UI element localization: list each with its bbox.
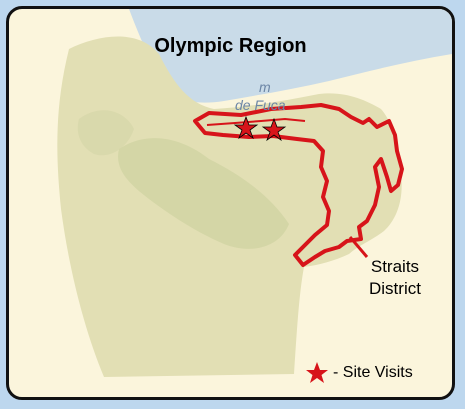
site-visit-star: [233, 115, 259, 140]
water-label-upper: m: [259, 79, 271, 95]
map-title: Olympic Region: [154, 35, 307, 57]
district-coastline: [206, 117, 306, 126]
strait-water: [129, 9, 452, 103]
terrain-shading-2: [77, 110, 134, 156]
map-legend: - Site Visits: [305, 361, 413, 385]
district-label-line-1: Straits: [370, 257, 420, 276]
water-label: de Fuca: [235, 97, 286, 113]
map-canvas: [57, 9, 452, 377]
mountain-shading: [118, 138, 290, 249]
district-label-line-2: District: [369, 279, 421, 298]
star-icon: [306, 362, 328, 383]
legend-label: - Site Visits: [333, 364, 413, 381]
site-visit-star: [261, 117, 287, 142]
map-frame: Olympic Region m de Fuca Straits Distric…: [6, 6, 455, 400]
straits-district-boundary: [193, 103, 404, 267]
district-pointer-line: [348, 236, 369, 258]
district-label: Straits District: [369, 256, 421, 300]
